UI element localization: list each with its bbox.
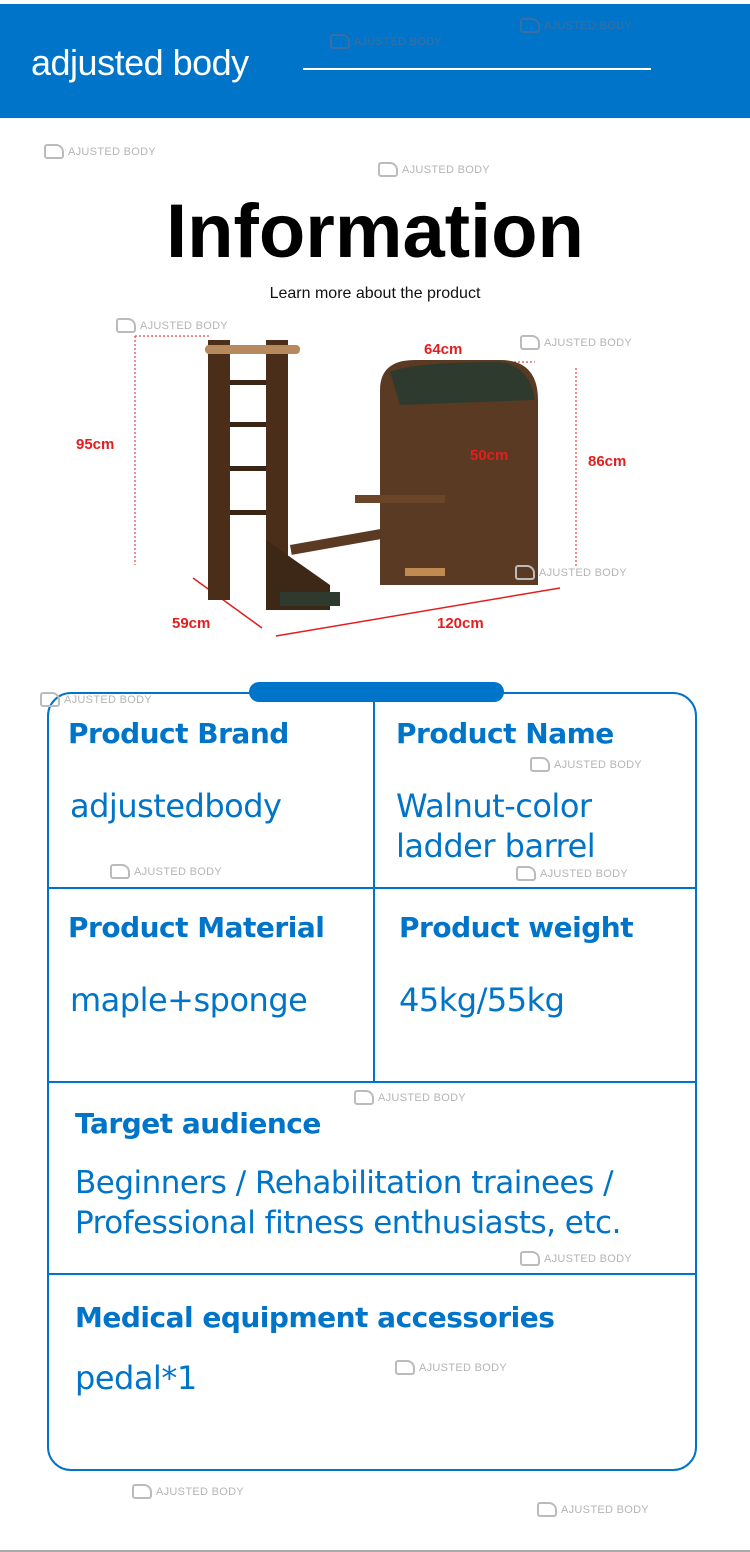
logo-icon xyxy=(516,866,536,881)
logo-icon xyxy=(378,162,398,177)
row-divider xyxy=(49,887,695,889)
dimension-height-ladder: 95cm xyxy=(76,436,115,453)
brand-value: adjustedbody xyxy=(70,787,282,825)
watermark: AJUSTED BODY xyxy=(378,162,490,177)
logo-icon xyxy=(354,1090,374,1105)
logo-icon xyxy=(116,318,136,333)
name-value-line1: Walnut-color xyxy=(396,787,592,825)
audience-label: Target audience xyxy=(75,1107,321,1140)
dimension-top-width: 64cm xyxy=(424,341,463,358)
name-value-line2: ladder barrel xyxy=(396,827,596,865)
logo-icon xyxy=(537,1502,557,1517)
watermark: AJUSTED BODY xyxy=(110,864,222,879)
dimension-length: 120cm xyxy=(437,615,484,632)
watermark: AJUSTED BODY xyxy=(116,318,228,333)
brand-label: Product Brand xyxy=(68,717,289,750)
watermark: AJUSTED BODY xyxy=(516,866,628,881)
accessories-value: pedal*1 xyxy=(75,1359,197,1397)
logo-icon xyxy=(520,18,540,33)
dimension-height-barrel: 86cm xyxy=(588,453,627,470)
watermark: AJUSTED BODY xyxy=(40,692,152,707)
logo-icon xyxy=(110,864,130,879)
watermark: AJUSTED BODY xyxy=(520,1251,632,1266)
logo-icon xyxy=(44,144,64,159)
name-label: Product Name xyxy=(396,717,614,750)
logo-icon xyxy=(330,34,350,49)
watermark: AJUSTED BODY xyxy=(520,335,632,350)
dimension-barrel-width: 50cm xyxy=(470,447,509,464)
watermark: AJUSTED BODY xyxy=(530,757,642,772)
page-title: Information xyxy=(166,189,584,274)
header-divider xyxy=(303,68,651,70)
accessories-label: Medical equipment accessories xyxy=(75,1301,555,1334)
watermark: AJUSTED BODY xyxy=(44,144,156,159)
bottom-divider xyxy=(0,1550,750,1552)
logo-icon xyxy=(515,565,535,580)
watermark: AJUSTED BODY xyxy=(395,1360,507,1375)
watermark: AJUSTED BODY xyxy=(515,565,627,580)
watermark: AJUSTED BODY xyxy=(354,1090,466,1105)
header-banner: adjusted body AJUSTED BODY AJUSTED BODY xyxy=(0,4,750,118)
watermark: AJUSTED BODY xyxy=(132,1484,244,1499)
logo-icon xyxy=(395,1360,415,1375)
logo-icon xyxy=(520,335,540,350)
page-subtitle: Learn more about the product xyxy=(269,285,481,302)
audience-value-line1: Beginners / Rehabilitation trainees / xyxy=(75,1165,614,1201)
logo-icon xyxy=(40,692,60,707)
row-divider xyxy=(49,1273,695,1275)
row-divider xyxy=(49,1081,695,1083)
material-label: Product Material xyxy=(68,911,325,944)
brand-title: adjusted body xyxy=(31,42,249,83)
material-value: maple+sponge xyxy=(70,981,308,1019)
watermark: AJUSTED BODY xyxy=(520,18,632,33)
watermark: AJUSTED BODY xyxy=(537,1502,649,1517)
dimension-depth: 59cm xyxy=(172,615,211,632)
card-tab-decoration xyxy=(249,682,504,702)
audience-value-line2: Professional fitness enthusiasts, etc. xyxy=(75,1205,621,1241)
weight-value: 45kg/55kg xyxy=(399,981,565,1019)
logo-icon xyxy=(132,1484,152,1499)
product-image-ladder-barrel xyxy=(134,335,577,637)
logo-icon xyxy=(530,757,550,772)
logo-icon xyxy=(520,1251,540,1266)
watermark: AJUSTED BODY xyxy=(330,34,442,49)
weight-label: Product weight xyxy=(399,911,634,944)
